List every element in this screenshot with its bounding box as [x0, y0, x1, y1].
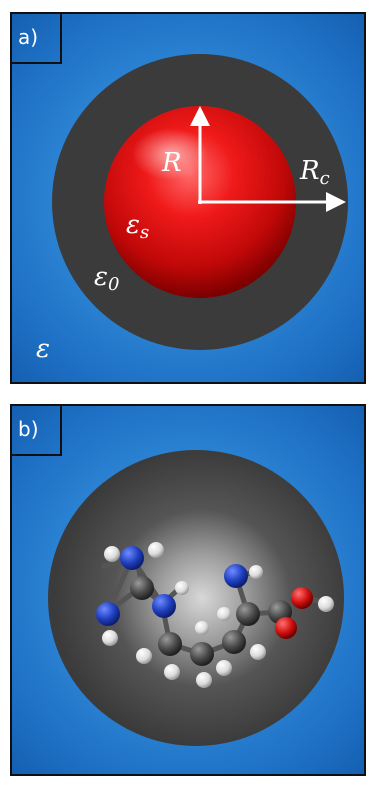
panel-b-label: b) — [12, 406, 62, 456]
atom-nitrogen — [224, 564, 248, 588]
atom-oxygen — [291, 587, 313, 609]
atom-hydrogen — [250, 644, 266, 660]
atom-hydrogen — [195, 621, 209, 635]
atom-nitrogen — [96, 602, 120, 626]
atom-hydrogen — [148, 542, 164, 558]
atom-hydrogen — [102, 630, 118, 646]
atom-oxygen — [275, 617, 297, 639]
atom-hydrogen — [164, 664, 180, 680]
atom-hydrogen — [175, 581, 189, 595]
atom-hydrogen — [104, 546, 120, 562]
atom-carbon — [158, 632, 182, 656]
atom-hydrogen — [249, 565, 263, 579]
symbol-eps-0: ε0 — [94, 262, 120, 295]
atoms — [96, 542, 334, 688]
panel-b-diagram — [48, 450, 344, 746]
panel-b: b) — [10, 404, 366, 776]
atom-carbon — [130, 576, 154, 600]
panel-a-diagram — [52, 54, 348, 350]
atom-hydrogen — [196, 672, 212, 688]
panel-a-label: a) — [12, 14, 62, 64]
atom-hydrogen — [217, 607, 231, 621]
symbol-Rc: Rc — [300, 156, 330, 189]
symbol-eps: ε — [36, 334, 50, 364]
atom-hydrogen — [136, 648, 152, 664]
symbol-eps-s: εs — [126, 210, 150, 243]
atom-carbon — [222, 630, 246, 654]
symbol-R: R — [162, 148, 182, 178]
atom-hydrogen — [318, 596, 334, 612]
atom-carbon — [236, 602, 260, 626]
atom-hydrogen — [216, 660, 232, 676]
atom-nitrogen — [152, 594, 176, 618]
sphere-highlight — [132, 128, 208, 180]
radius-arrow-R-head — [190, 106, 210, 126]
cavity-circle — [48, 450, 344, 746]
radius-arrow-Rc-head — [326, 192, 346, 212]
atom-nitrogen — [120, 546, 144, 570]
panel-a: a) R Rc — [10, 12, 366, 384]
atom-carbon — [190, 642, 214, 666]
